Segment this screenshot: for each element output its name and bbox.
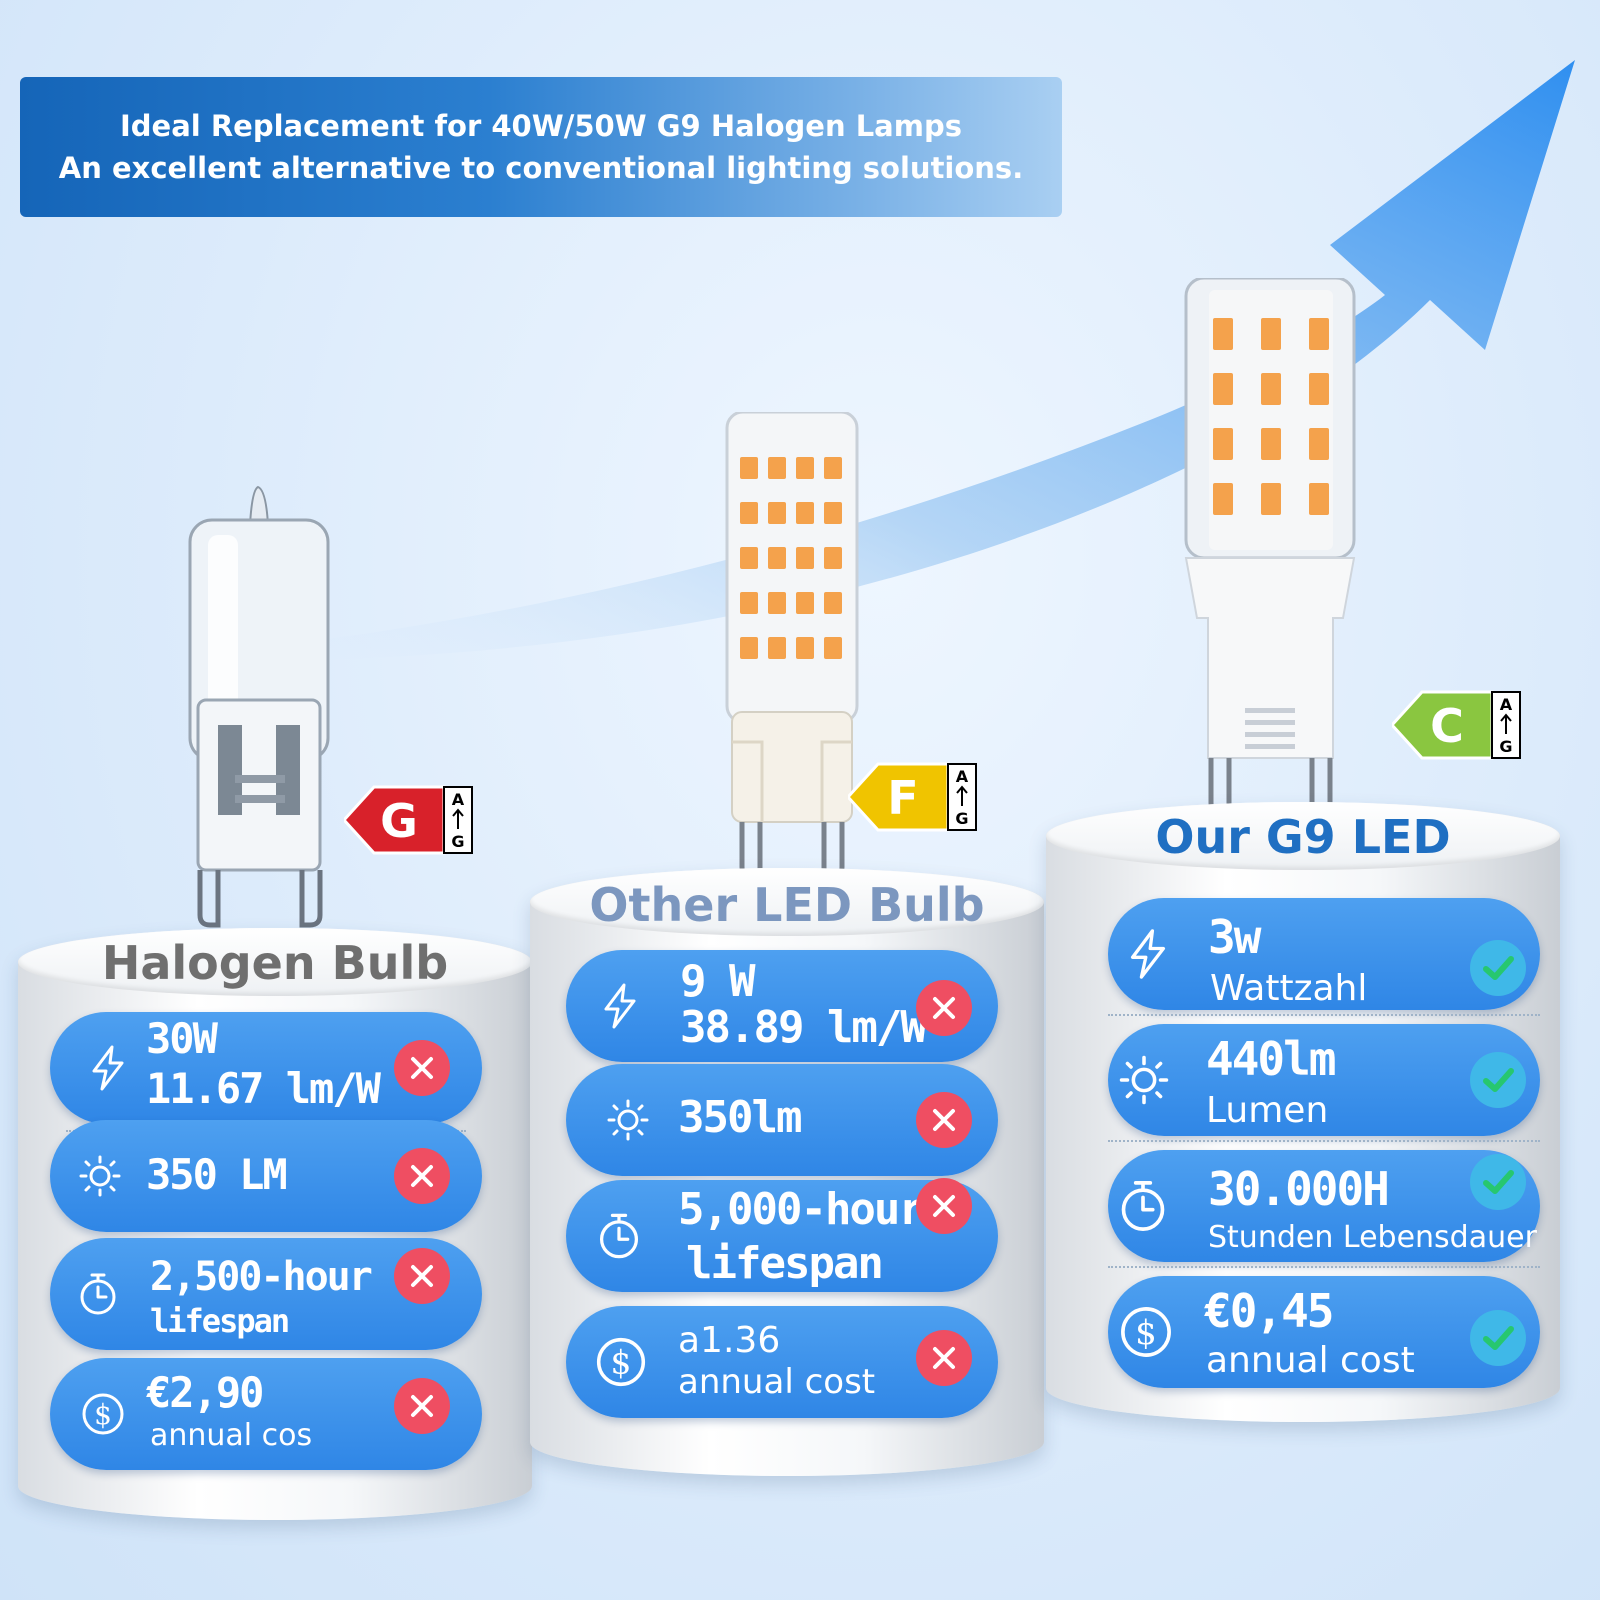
lightning-icon (1130, 929, 1166, 979)
energy-class-c: C (1430, 699, 1464, 753)
sun-icon (79, 1155, 121, 1197)
dollar-icon: $ (82, 1393, 124, 1435)
lightning-icon (604, 983, 636, 1029)
check-icon (1470, 1310, 1526, 1366)
feature-value: €0,45 (1204, 1284, 1334, 1338)
feature-value-2: 38.89 lm/W (680, 1002, 927, 1053)
feature-row-cost: $ €2,90 annual cos (50, 1358, 482, 1470)
energy-class-f: F (887, 771, 918, 825)
feature-row-lumen: 350lm (566, 1064, 998, 1176)
feature-row-power: 30W 11.67 lm/W (50, 1012, 482, 1124)
feature-value: 30W (146, 1014, 218, 1063)
divider (1108, 1014, 1540, 1016)
check-icon (1470, 940, 1526, 996)
feature-caption: annual cost (1206, 1340, 1415, 1381)
check-icon (1470, 1052, 1526, 1108)
feature-value: 350lm (678, 1092, 802, 1143)
sun-icon (607, 1099, 649, 1141)
scale-bottom: G (955, 809, 968, 828)
svg-text:$: $ (1135, 1313, 1157, 1353)
energy-class-g: G (380, 794, 418, 848)
energy-label-f: F A G (848, 762, 977, 832)
feature-row-lumen: 440lm Lumen (1108, 1024, 1540, 1136)
cross-icon (916, 980, 972, 1036)
feature-row-cost: $ a1.36 annual cost (566, 1306, 998, 1418)
feature-value: 5,000-hour (678, 1184, 925, 1235)
cross-icon (916, 1330, 972, 1386)
feature-row-lumen: 350 LM (50, 1120, 482, 1232)
feature-caption: a1.36 (678, 1320, 781, 1361)
energy-label-g: G A G (344, 785, 473, 855)
feature-row-lifespan: 2,500-hour lifespan (50, 1238, 482, 1350)
scale-top: A (452, 790, 465, 809)
feature-value-2: lifespan (686, 1238, 884, 1289)
cross-icon (394, 1148, 450, 1204)
cross-icon (916, 1178, 972, 1234)
scale-bottom: G (451, 832, 464, 851)
feature-caption: annual cos (150, 1418, 313, 1453)
feature-row-lifespan: 30.000H Stunden Lebensdauer (1108, 1150, 1540, 1262)
cross-icon (394, 1248, 450, 1304)
headline-banner: Ideal Replacement for 40W/50W G9 Halogen… (20, 77, 1062, 217)
feature-value: 440lm (1206, 1032, 1336, 1086)
cross-icon (916, 1092, 972, 1148)
pedestal-halogen: Halogen Bulb 30W 11.67 lm/W 350 LM 2,500… (18, 928, 532, 1520)
pedestal-our-g9-led: Our G9 LED 3w Wattzahl 440lm Lumen 30.00… (1046, 802, 1560, 1422)
scale-top: A (956, 767, 969, 786)
feature-value: €2,90 (146, 1368, 264, 1417)
cross-icon (394, 1378, 450, 1434)
stopwatch-icon (80, 1273, 116, 1315)
feature-value: 30.000H (1208, 1162, 1390, 1216)
feature-caption-2: annual cost (678, 1362, 876, 1402)
pedestal-other-led: Other LED Bulb 9 W 38.89 lm/W 350lm 5,00… (530, 868, 1044, 1476)
stopwatch-icon (599, 1213, 639, 1259)
feature-value: 2,500-hour (150, 1254, 373, 1300)
scale-top: A (1500, 695, 1513, 714)
stopwatch-icon (1121, 1181, 1165, 1231)
headline-line-1: Ideal Replacement for 40W/50W G9 Halogen… (120, 109, 962, 143)
svg-text:$: $ (94, 1398, 112, 1431)
feature-caption: Lumen (1206, 1090, 1329, 1131)
feature-value: 9 W (680, 956, 755, 1007)
feature-value: 350 LM (146, 1150, 288, 1199)
dollar-icon: $ (1121, 1307, 1171, 1357)
energy-label-c: C A G (1392, 690, 1521, 760)
sun-icon (1119, 1055, 1169, 1105)
feature-caption: Stunden Lebensdauer (1208, 1220, 1537, 1255)
product-title-our-g9-led: Our G9 LED (1155, 810, 1451, 864)
product-title-other-led: Other LED Bulb (589, 878, 985, 932)
divider (1108, 1140, 1540, 1142)
feature-value: 3w (1208, 910, 1261, 964)
halogen-bulb-image (188, 485, 330, 928)
headline-line-2: An excellent alternative to conventional… (58, 151, 1024, 185)
product-title-halogen: Halogen Bulb (101, 936, 449, 990)
feature-value-2: lifespan (150, 1302, 290, 1340)
feature-row-cost: $ €0,45 annual cost (1108, 1276, 1540, 1388)
lightning-icon (92, 1045, 124, 1091)
feature-row-lifespan: 5,000-hour lifespan (566, 1178, 998, 1292)
feature-caption: Wattzahl (1210, 968, 1368, 1009)
feature-value-2: 11.67 lm/W (146, 1064, 381, 1113)
cross-icon (394, 1040, 450, 1096)
scale-bottom: G (1499, 737, 1512, 756)
our-g9-led-bulb-image (1184, 278, 1356, 816)
other-led-bulb-image (725, 412, 859, 880)
svg-text:$: $ (611, 1343, 632, 1382)
divider (1108, 1266, 1540, 1268)
feature-row-power: 3w Wattzahl (1108, 898, 1540, 1010)
check-icon (1470, 1154, 1526, 1210)
feature-row-power: 9 W 38.89 lm/W (566, 950, 998, 1062)
dollar-icon: $ (596, 1337, 646, 1387)
